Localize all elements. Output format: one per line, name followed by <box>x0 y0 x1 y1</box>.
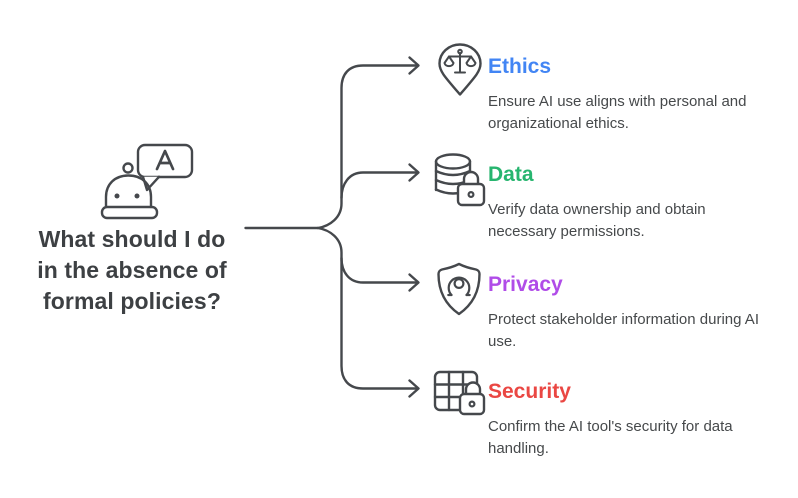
branch-item-data: Data Verify data ownership and obtain ne… <box>434 151 766 242</box>
question-line: formal policies? <box>43 288 221 314</box>
arrowhead-security <box>408 379 420 398</box>
description-line: necessary permissions. <box>488 222 645 240</box>
robot-head <box>104 174 153 209</box>
description-line: use. <box>488 332 517 350</box>
letter-a-glyph <box>155 149 175 171</box>
branch-title: Security <box>488 380 571 403</box>
description-line: Ensure AI use aligns with personal and <box>488 93 747 110</box>
branch-description: Verify data ownership and obtain necessa… <box>488 199 766 242</box>
lock-shackle <box>462 170 480 187</box>
speech-bubble <box>136 143 194 179</box>
branch-item-security: Security Confirm the AI tool's security … <box>433 368 766 459</box>
robot-eye-right <box>134 193 140 199</box>
lock-keyhole <box>467 190 475 198</box>
lock-body <box>458 392 486 416</box>
branch-description: Ensure AI use aligns with personal and o… <box>488 91 766 134</box>
lock-shackle <box>464 381 482 397</box>
description-line: Protect stakeholder information during A… <box>488 311 759 328</box>
arrowhead-privacy <box>408 273 420 292</box>
branch-description: Confirm the AI tool's security for data … <box>488 416 766 459</box>
robot-eye-left <box>114 193 120 199</box>
description-line: organizational ethics. <box>488 114 629 132</box>
robot-antenna <box>122 162 134 174</box>
table-lock-icon <box>433 370 486 431</box>
branch-title: Ethics <box>488 55 552 78</box>
description-line: Confirm the AI tool's security for data <box>488 418 733 435</box>
database-lock-icon <box>434 152 486 213</box>
description-line: Verify data ownership and obtain <box>488 201 706 218</box>
lock-body <box>456 182 486 207</box>
lock-keyhole <box>468 400 476 408</box>
branch-title: Data <box>488 163 534 186</box>
question-line: What should I do <box>38 226 226 252</box>
scales-pin-icon <box>438 43 482 102</box>
arrowhead-ethics <box>408 56 420 75</box>
robot-chat-icon <box>97 138 197 222</box>
branch-item-ethics: Ethics Ensure AI use aligns with persona… <box>436 43 766 134</box>
question-line: in the absence of <box>37 257 227 283</box>
arrowhead-data <box>408 163 420 182</box>
branch-title: Privacy <box>488 273 563 296</box>
branch-description: Protect stakeholder information during A… <box>488 309 766 352</box>
shield-person-icon <box>437 262 481 321</box>
description-line: handling. <box>488 439 549 457</box>
branch-item-privacy: Privacy Protect stakeholder information … <box>436 261 766 352</box>
center-question: What should I do in the absence of forma… <box>24 224 240 317</box>
robot-base <box>100 205 159 220</box>
